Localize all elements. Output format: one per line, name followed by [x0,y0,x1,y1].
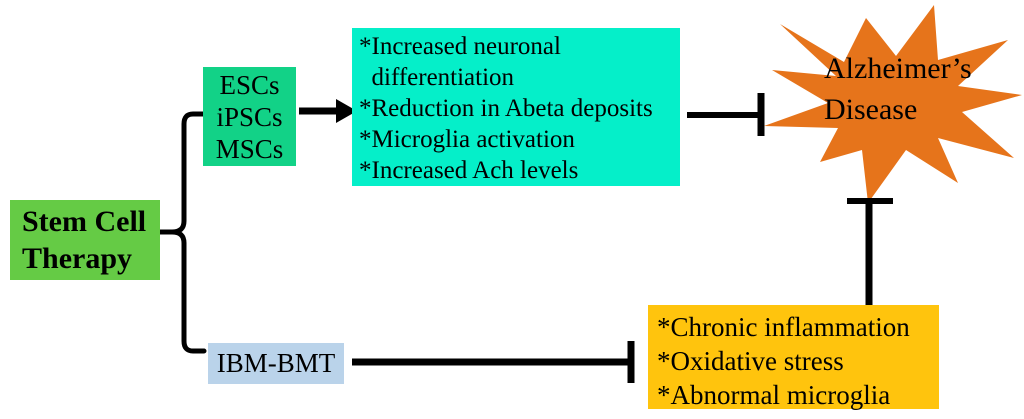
disease-label-line: Disease [824,93,918,126]
cell-type-label: iPSCs [216,102,283,132]
effect-item: differentiation [359,64,515,91]
stem-cell-therapy-box: Stem Cell Therapy [10,200,160,280]
cell-types-box: ESCs iPSCs MSCs [203,67,296,166]
starburst-shape [764,5,1022,203]
disease-label-line: Alzheimer’s [824,52,972,85]
effect-item: *Microglia activation [359,126,575,153]
effect-item: *Reduction in Abeta deposits [359,95,653,122]
stem-cell-therapy-label: Therapy [22,242,133,275]
cell-type-label: MSCs [215,134,284,164]
effect-item: *Increased Ach levels [359,157,579,184]
alzheimers-disease-label: Alzheimer’s Disease [824,48,1024,134]
stem-cell-therapy-label: Stem Cell [22,205,147,238]
pathology-item: *Abnormal microglia [657,380,891,410]
cell-type-label: ESCs [219,70,280,100]
pathology-factors-box: *Chronic inflammation *Oxidative stress … [648,305,939,410]
brace-icon [157,111,207,354]
ibm-bmt-box: IBM-BMT [208,343,344,384]
arrowhead-icon [336,99,357,123]
pathology-item: *Oxidative stress [657,346,844,376]
effect-item: *Increased neuronal [359,33,561,60]
ibm-bmt-label: IBM-BMT [216,348,336,378]
therapy-effects-box: *Increased neuronal differentiation *Red… [352,28,680,186]
pathology-item: *Chronic inflammation [657,312,910,342]
